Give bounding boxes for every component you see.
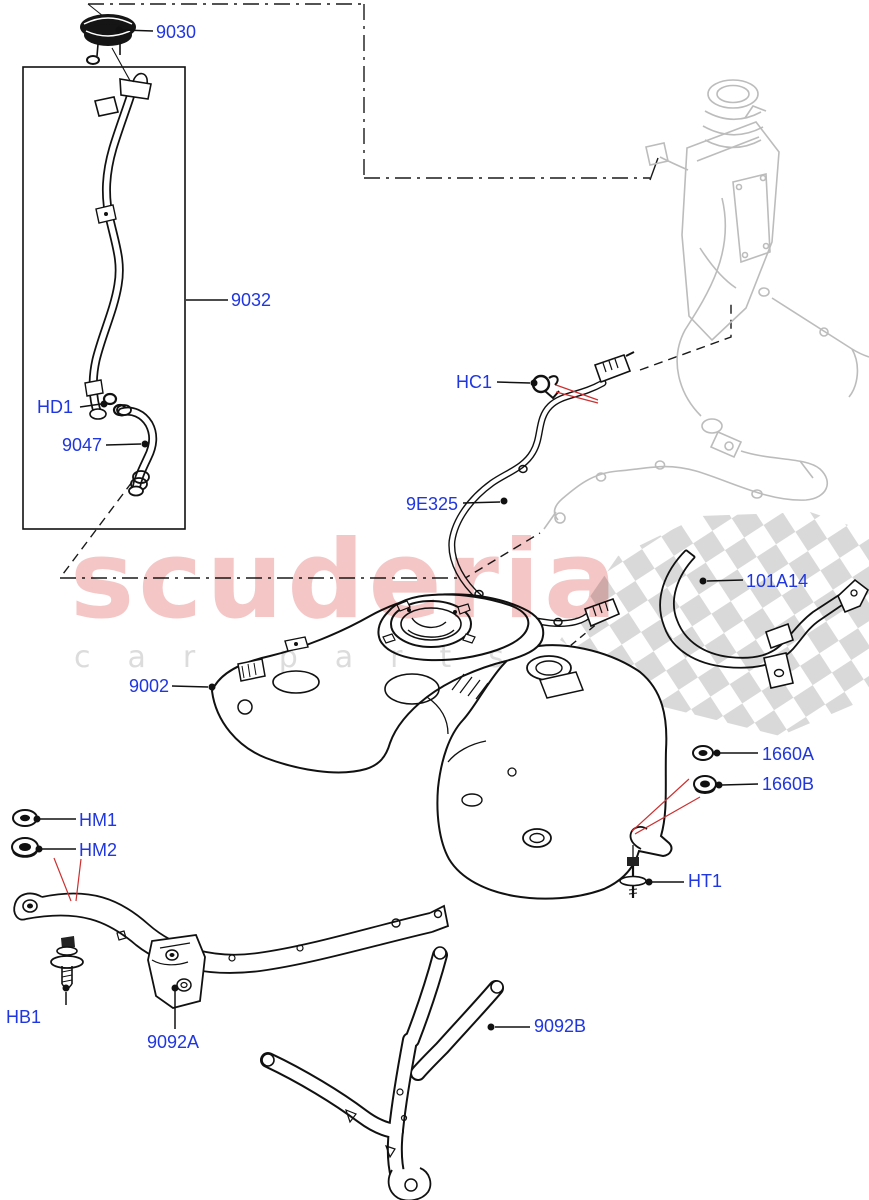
grommet-1660b-drawing bbox=[693, 775, 717, 794]
construction-lines bbox=[59, 3, 732, 647]
reference-assembly-drawing bbox=[543, 79, 869, 530]
part-label-hm1[interactable]: HM1 bbox=[79, 810, 118, 830]
part-label-9092a[interactable]: 9092A bbox=[147, 1032, 200, 1052]
bolt-ht1-drawing bbox=[619, 857, 647, 898]
strap-101a14-drawing bbox=[659, 549, 869, 689]
grommet-1660a-drawing bbox=[692, 745, 714, 761]
washer-hm1-drawing bbox=[12, 809, 38, 827]
part-label-9032[interactable]: 9032 bbox=[231, 290, 272, 310]
part-label-hm2[interactable]: HM2 bbox=[79, 840, 118, 860]
part-label-hc1[interactable]: HC1 bbox=[456, 372, 493, 392]
callout-lines-red bbox=[53, 384, 701, 902]
part-label-9030[interactable]: 9030 bbox=[156, 22, 197, 42]
leader-lines bbox=[33, 26, 759, 1031]
part-label-9092b[interactable]: 9092B bbox=[534, 1016, 587, 1036]
part-label-9e325[interactable]: 9E325 bbox=[406, 494, 459, 514]
clip-hc1-drawing bbox=[531, 374, 560, 400]
bracket-9092a-drawing bbox=[13, 892, 450, 1009]
part-label-1660b[interactable]: 1660B bbox=[762, 774, 815, 794]
washer-hm2-drawing bbox=[11, 837, 39, 858]
part-label-ht1[interactable]: HT1 bbox=[688, 871, 723, 891]
part-label-101a14[interactable]: 101A14 bbox=[746, 571, 809, 591]
part-label-hb1[interactable]: HB1 bbox=[6, 1007, 42, 1027]
hose-9047-drawing bbox=[116, 404, 158, 497]
part-label-hd1[interactable]: HD1 bbox=[37, 397, 74, 417]
filler-pipe-drawing bbox=[22, 66, 186, 530]
part-label-1660a[interactable]: 1660A bbox=[762, 744, 815, 764]
fuel-cap-drawing bbox=[80, 14, 136, 87]
bolt-hb1-drawing bbox=[50, 936, 84, 992]
bracket-9092b-drawing bbox=[260, 946, 504, 1200]
part-label-9047[interactable]: 9047 bbox=[62, 435, 103, 455]
fuel-tank-drawing bbox=[210, 593, 673, 900]
part-label-9002[interactable]: 9002 bbox=[129, 676, 170, 696]
